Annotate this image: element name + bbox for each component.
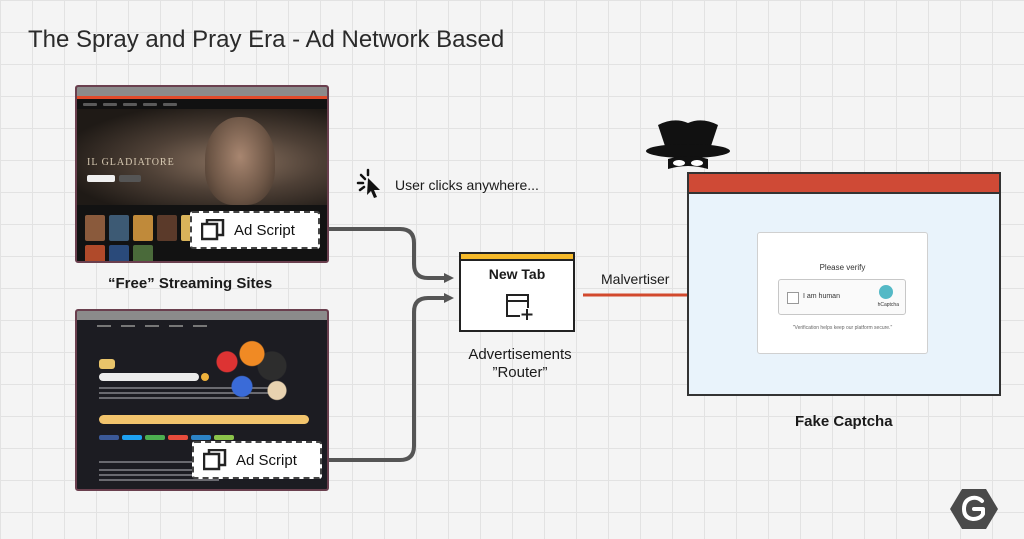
- layers-icon: [203, 449, 227, 471]
- malvertiser-label: Malvertiser: [601, 271, 670, 287]
- diagram-title: The Spray and Pray Era - Ad Network Base…: [28, 26, 505, 53]
- captcha-checkbox-label: I am human: [803, 293, 840, 300]
- arrow-site2-to-newtab: [322, 293, 454, 462]
- streaming-sites-label: “Free” Streaming Sites: [108, 275, 273, 292]
- layers-icon: [201, 219, 225, 241]
- g-logo-icon: [950, 489, 998, 529]
- new-tab-box: New Tab: [459, 252, 575, 332]
- captcha-provider: hCaptcha: [877, 302, 899, 308]
- ad-script-badge-1: Ad Script: [190, 211, 320, 249]
- movie-title-logo: IL GLADIATORE: [87, 157, 175, 168]
- arrow-site1-to-newtab: [322, 227, 454, 283]
- new-tab-icon: [506, 294, 534, 320]
- user-action-text: User clicks anywhere...: [395, 177, 539, 193]
- ad-script-label-2: Ad Script: [236, 451, 297, 469]
- captcha-checkbox[interactable]: [787, 292, 799, 304]
- fake-captcha-caption: Fake Captcha: [795, 413, 893, 430]
- ad-script-label-1: Ad Script: [234, 221, 295, 239]
- router-caption-line1: Advertisements: [468, 346, 572, 363]
- cursor-click-icon: [356, 168, 380, 198]
- router-caption-line2: ”Router”: [492, 364, 548, 381]
- captcha-title: Please verify: [819, 263, 866, 272]
- router-caption: Advertisements ”Router”: [440, 346, 600, 382]
- captcha-note: "Verification helps keep our platform se…: [792, 325, 893, 331]
- hat-spy-icon: [646, 120, 730, 169]
- captcha-card: Please verify I am human hCaptcha "Verif…: [757, 232, 928, 354]
- captcha-checkbox-row[interactable]: I am human hCaptcha: [778, 279, 906, 315]
- ad-script-badge-2: Ad Script: [192, 441, 322, 479]
- new-tab-label: New Tab: [488, 266, 546, 282]
- hcaptcha-logo-icon: [879, 285, 893, 299]
